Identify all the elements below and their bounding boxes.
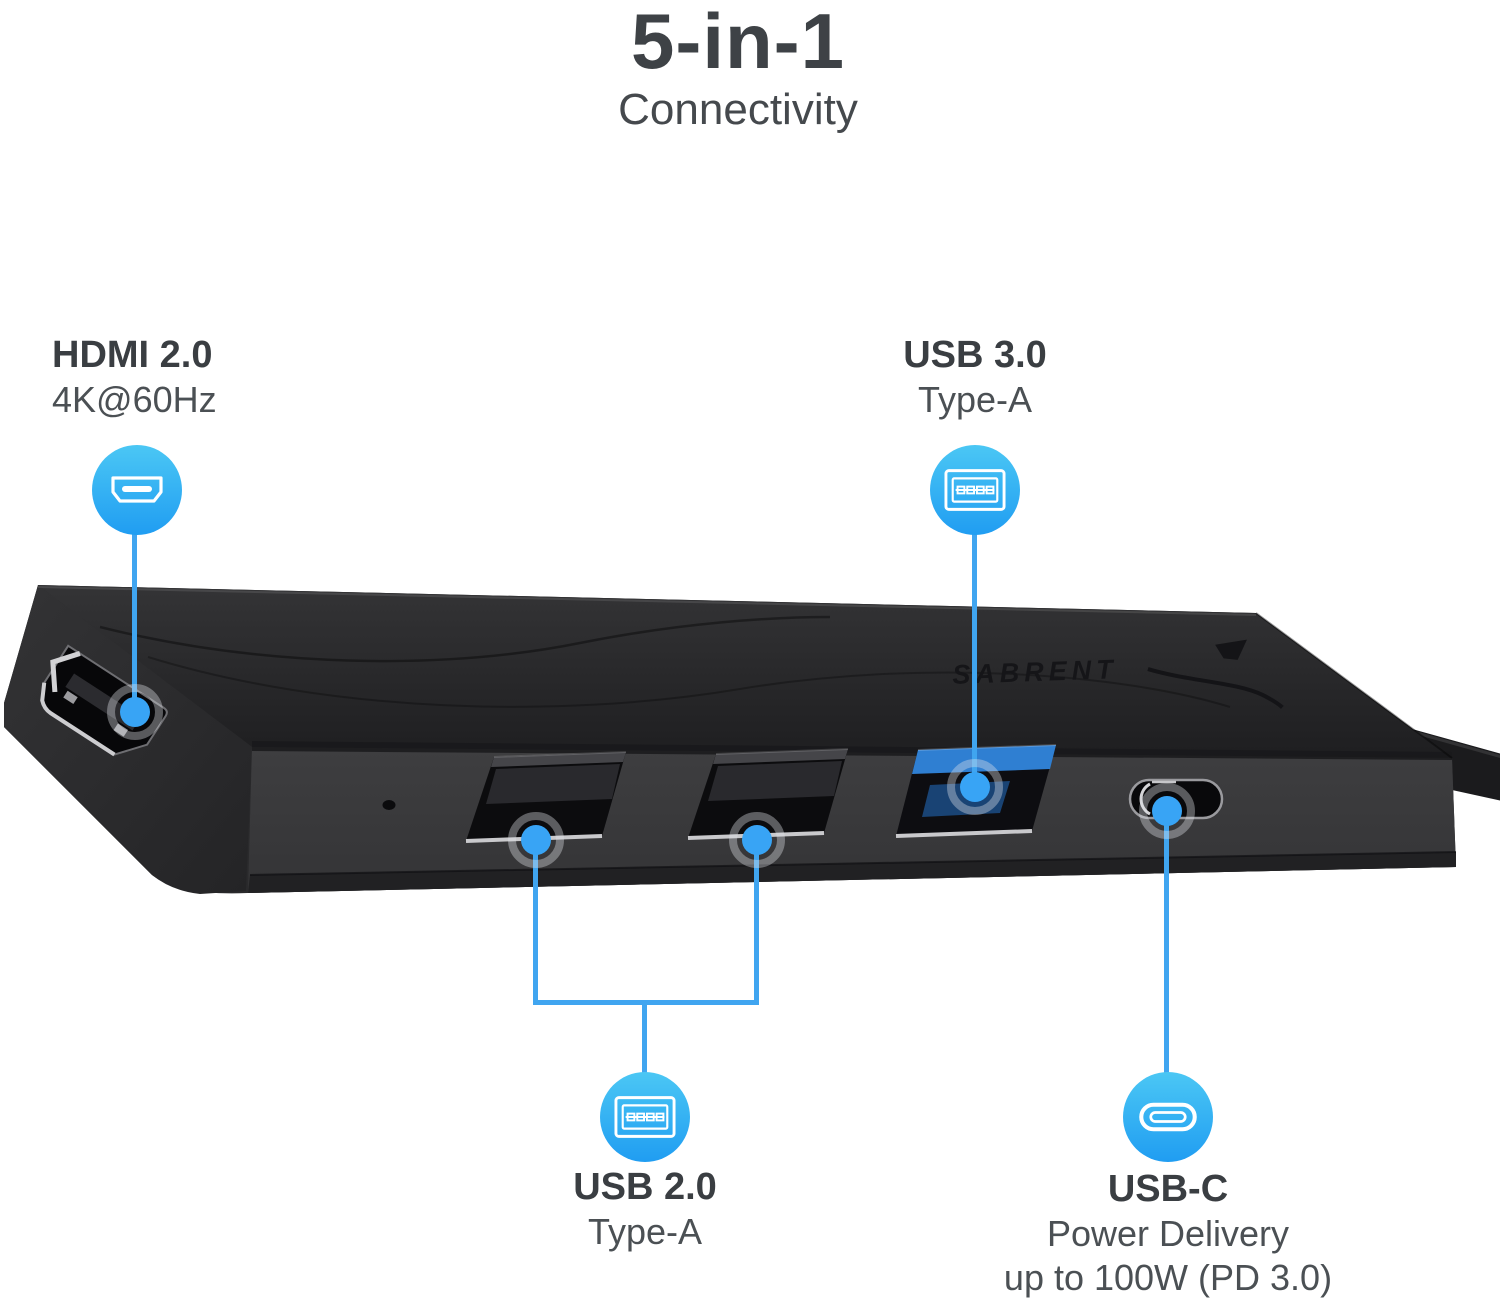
- usb3-badge: [930, 445, 1020, 535]
- usbc-sublabel2: up to 100W (PD 3.0): [1003, 1257, 1333, 1298]
- marker-ring: [729, 812, 785, 868]
- usb3-sublabel: Type-A: [917, 379, 1033, 420]
- usb3-label: USB 3.0: [903, 334, 1047, 376]
- marker-dot: [960, 772, 990, 802]
- usb2-port-1-marker: [508, 812, 564, 868]
- usb2-port-2-marker: [729, 812, 785, 868]
- usbc-connector-line: [1164, 811, 1169, 1074]
- usbc-port-marker: [1139, 783, 1195, 839]
- hub-bottom-lip: [248, 852, 1456, 893]
- usb-c-port-icon: [1139, 1102, 1197, 1132]
- usb2-label: USB 2.0: [573, 1166, 717, 1208]
- usb2-sublabel: Type-A: [587, 1211, 703, 1252]
- callout-hdmi: HDMI 2.0 4K@60Hz: [52, 332, 217, 422]
- sabrent-logo: SABRENT: [952, 639, 1284, 709]
- brand-text: SABRENT: [952, 654, 1118, 690]
- usb2-connector-line-right: [754, 840, 759, 1005]
- usb-a-port-icon: [944, 469, 1006, 511]
- usb2-port-2: [687, 748, 849, 840]
- usbc-sublabel: Power Delivery: [1046, 1213, 1290, 1254]
- hdmi-sublabel: 4K@60Hz: [52, 379, 217, 420]
- marker-dot: [742, 825, 772, 855]
- usb3-port-marker: [947, 759, 1003, 815]
- hdmi-port-marker: [107, 684, 163, 740]
- led-indicator: [382, 800, 396, 810]
- hdmi-badge: [92, 445, 182, 535]
- usbc-label: USB-C: [1107, 1168, 1229, 1210]
- usb2-connector-line-left: [533, 840, 538, 1005]
- hub-body: [4, 585, 1457, 894]
- usb-hub-device: SABRENT: [4, 585, 1500, 894]
- callout-usbc: USB-C Power Delivery up to 100W (PD 3.0): [993, 1166, 1343, 1300]
- usb-a-port-icon: [614, 1096, 676, 1138]
- usb2-badge: [600, 1072, 690, 1162]
- marker-ring: [107, 684, 163, 740]
- marker-dot: [120, 697, 150, 727]
- hdmi-port-icon: [111, 476, 163, 503]
- hub-top-face: [38, 585, 1452, 758]
- marker-ring: [1139, 783, 1195, 839]
- usbc-badge: [1123, 1072, 1213, 1162]
- usb2-port-1: [465, 751, 627, 843]
- usb3-connector-line: [972, 508, 977, 790]
- hdmi-label: HDMI 2.0: [52, 334, 213, 376]
- callout-usb2: USB 2.0 Type-A: [495, 1164, 795, 1254]
- marker-dot: [521, 825, 551, 855]
- title-subheading: Connectivity: [618, 85, 858, 134]
- marker-dot: [1152, 796, 1182, 826]
- page-title: 5-in-1 Connectivity: [88, 0, 1388, 136]
- marker-ring: [947, 759, 1003, 815]
- usb2-stem-line: [642, 1003, 647, 1075]
- callout-usb3: USB 3.0 Type-A: [825, 332, 1125, 422]
- usb2-bracket-line: [533, 1000, 759, 1005]
- marker-ring: [508, 812, 564, 868]
- hdmi-connector-line: [132, 508, 137, 715]
- title-heading: 5-in-1: [630, 0, 846, 85]
